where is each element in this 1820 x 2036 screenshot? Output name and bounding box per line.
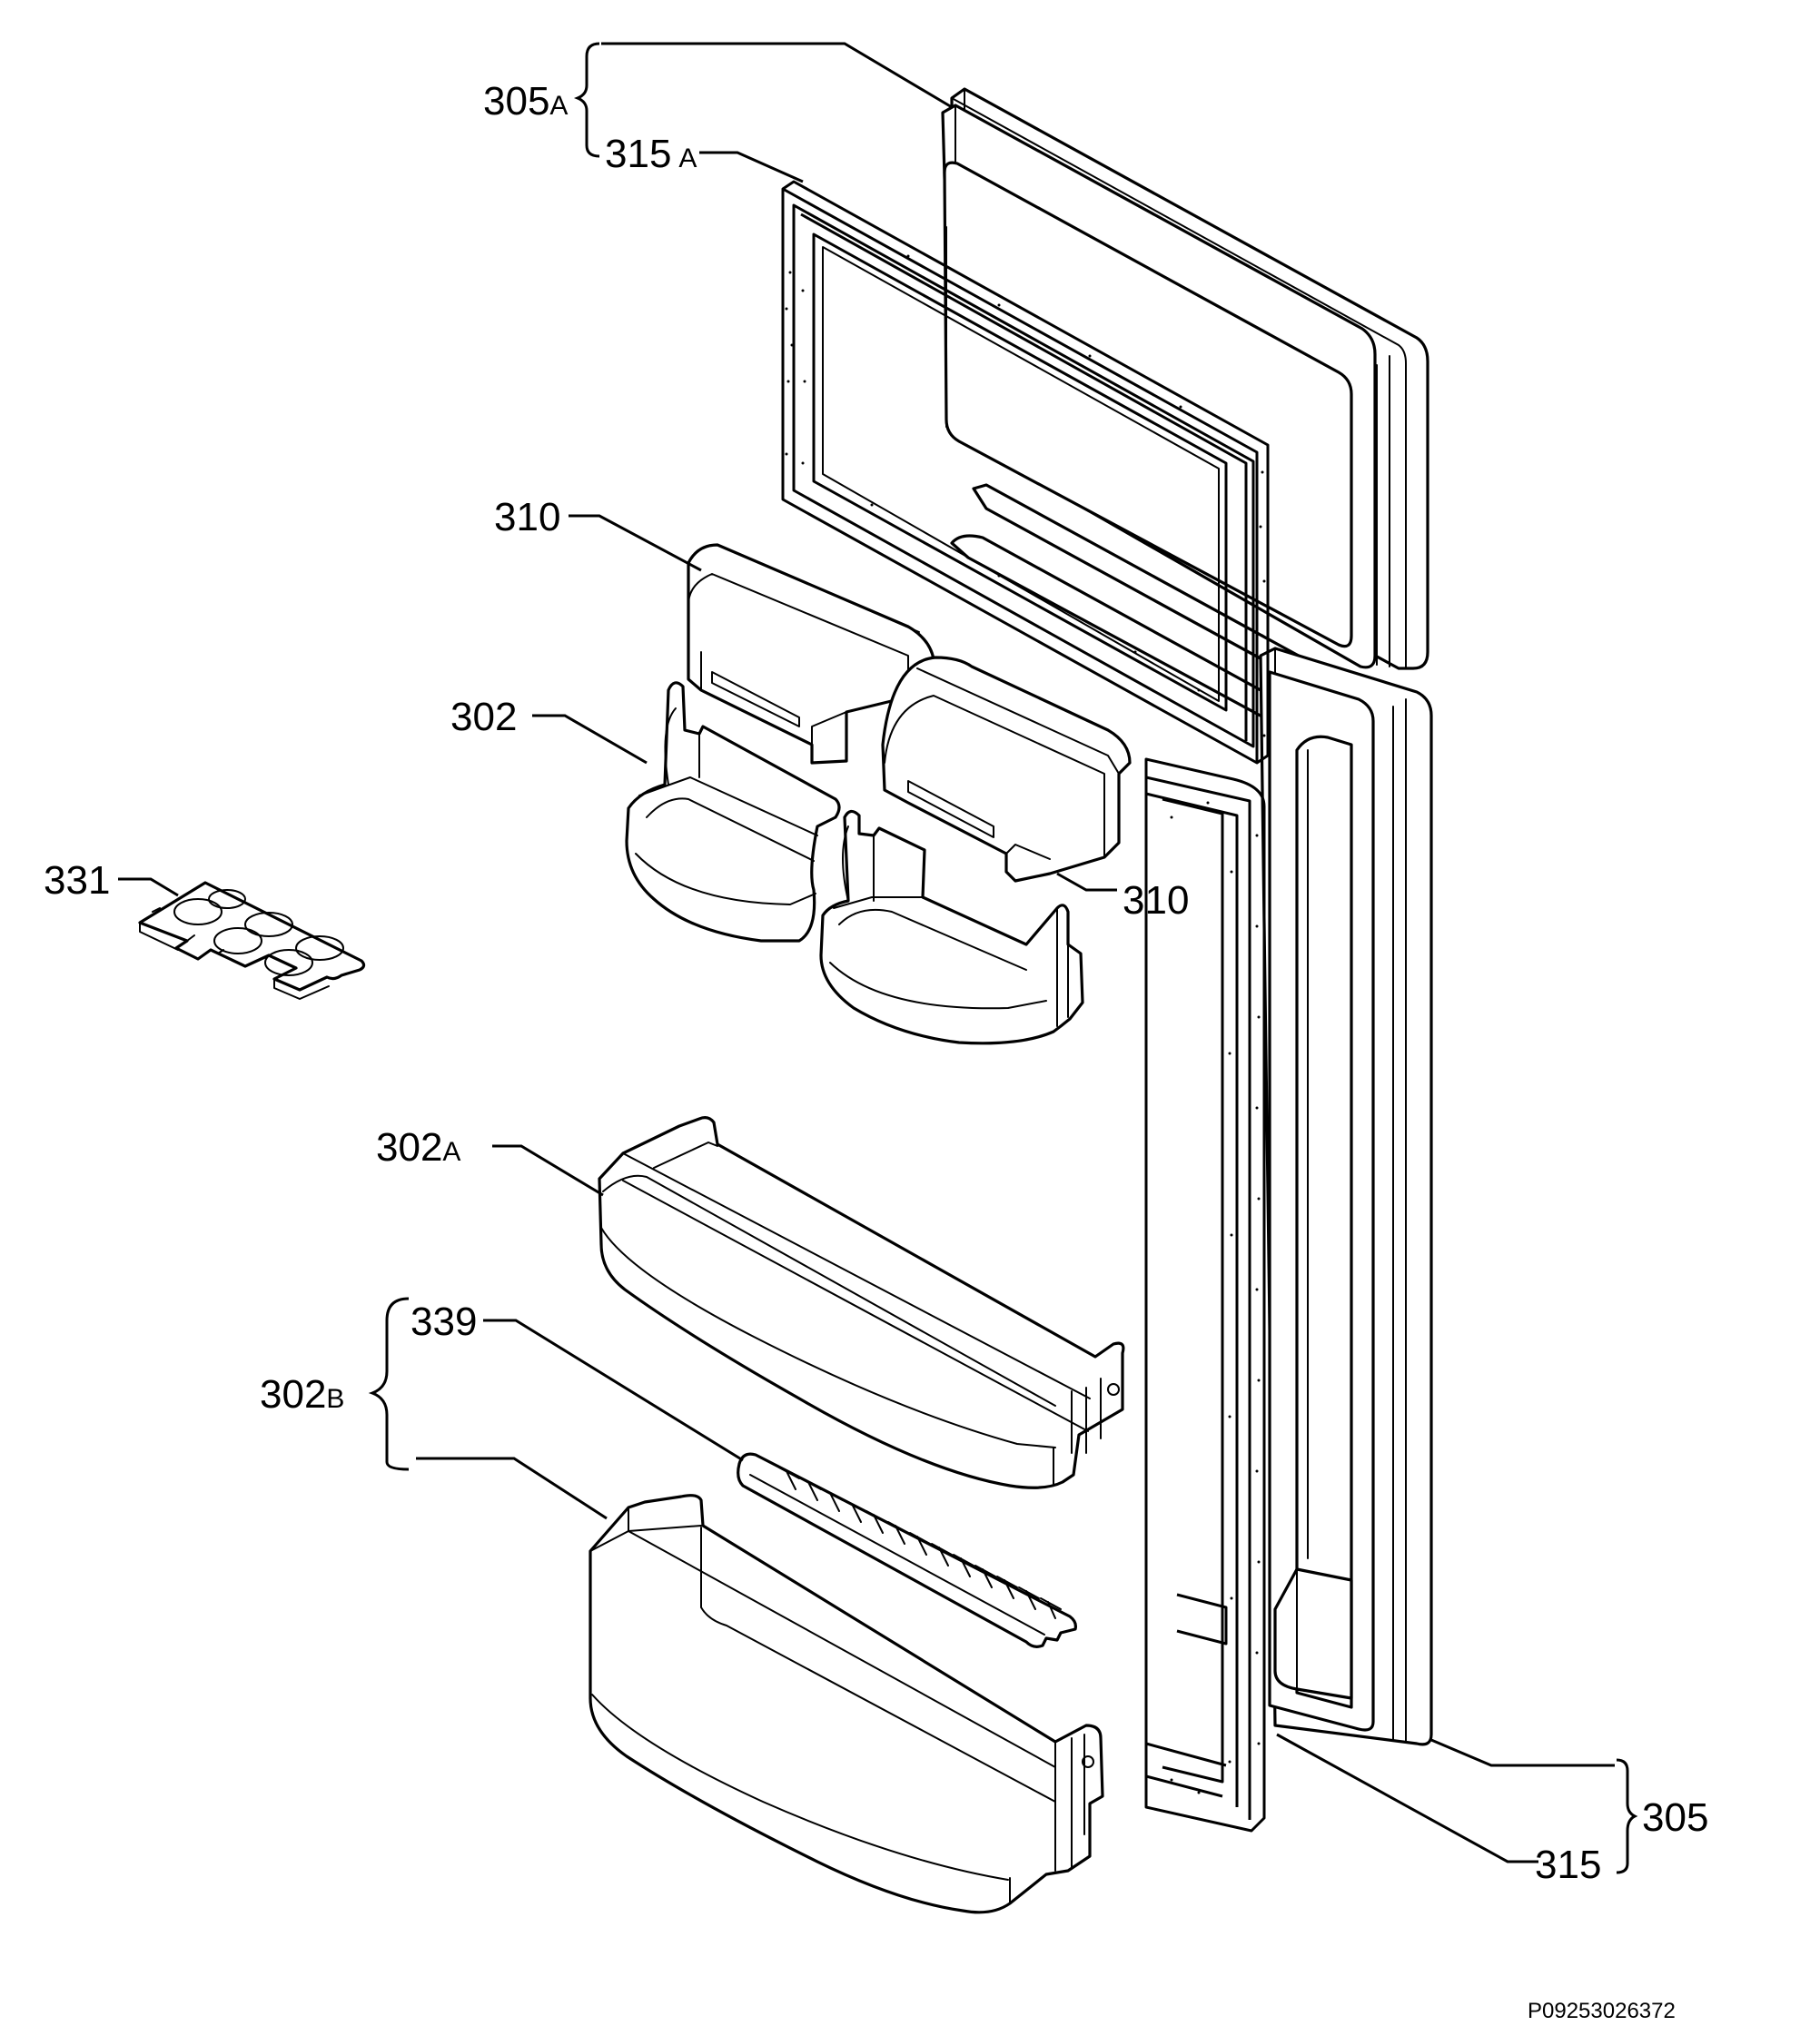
label-331: 331: [44, 858, 110, 903]
leader-lines: [118, 42, 1638, 1874]
label-302B: 302B: [260, 1372, 344, 1417]
label-302A: 302A: [376, 1125, 460, 1170]
upper-door-305A: [941, 87, 1429, 728]
small-shelf-302-left: [625, 681, 841, 943]
lower-gasket-texture: [1170, 801, 1261, 1794]
bottle-shelf-302B: [589, 1494, 1104, 1914]
upper-gasket-texture: [785, 254, 1266, 737]
door-shelf-302A: [598, 1116, 1125, 1489]
label-310-upper: 310: [494, 495, 560, 539]
butter-compartment-310-right: [881, 656, 1132, 883]
lower-door-305: [1259, 647, 1433, 1746]
upper-door-gasket-315A: [781, 180, 1270, 765]
label-305A: 305A: [483, 79, 568, 124]
document-code: P09253026372: [1528, 1999, 1676, 2023]
label-310-lower: 310: [1123, 878, 1189, 923]
butter-compartment-310-left: [687, 543, 935, 765]
small-shelf-302-right: [819, 809, 1084, 1045]
egg-tray-331: [138, 881, 366, 1000]
label-315: 315: [1535, 1843, 1601, 1887]
label-305: 305: [1642, 1795, 1708, 1840]
retainer-slats: [778, 1467, 1062, 1619]
label-339: 339: [410, 1300, 477, 1344]
lower-door-gasket-315: [1144, 757, 1266, 1833]
bottle-retainer-339: [737, 1452, 1077, 1648]
label-302: 302: [450, 695, 517, 739]
